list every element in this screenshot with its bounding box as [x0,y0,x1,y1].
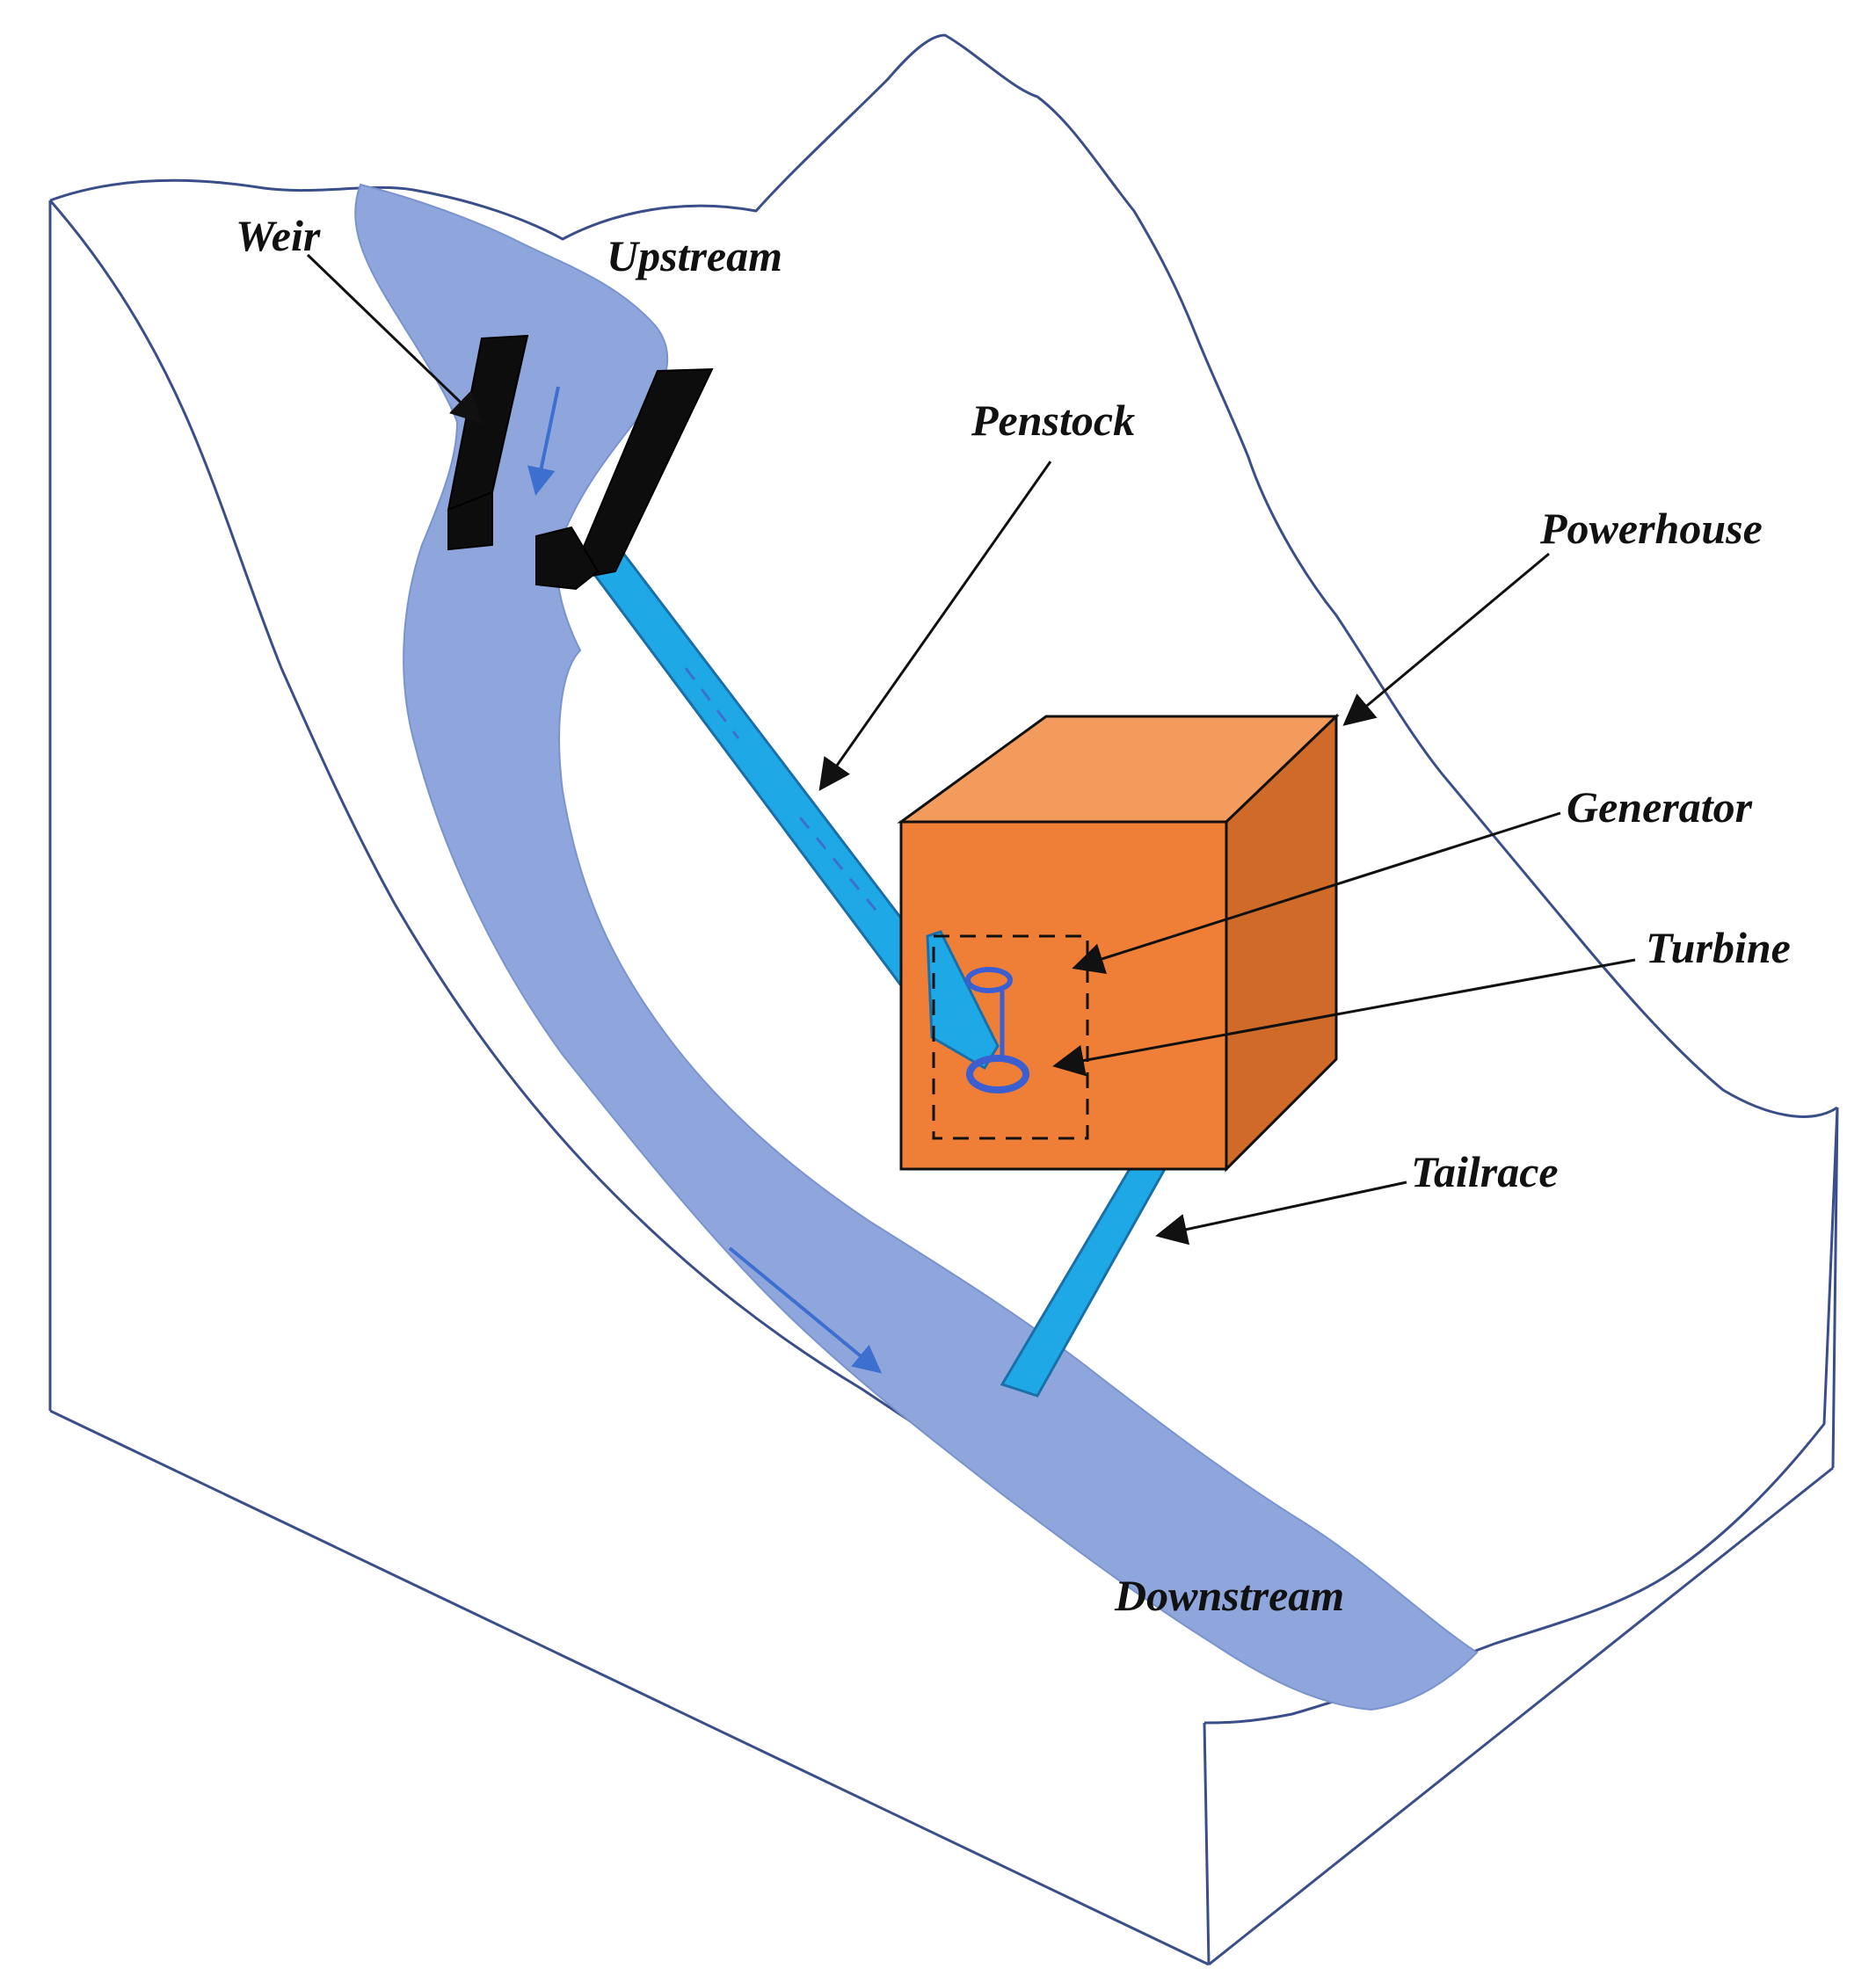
tailrace-arrow [1155,1180,1407,1246]
label-downstream: Downstream [1114,1571,1344,1620]
generator-shape [965,967,1013,993]
label-upstream: Upstream [607,231,782,280]
generator-arrow [1072,811,1561,975]
turbine-arrow [1052,958,1636,1077]
machine-enclosure [932,934,1089,1140]
tailrace-pipe [1000,1167,1167,1398]
label-generator: Generator [1567,782,1753,832]
block-front-edge [1203,1722,1211,1965]
powerhouse-arrow [1342,552,1550,726]
river-flow-arrow-lower [728,1246,883,1374]
label-powerhouse: Powerhouse [1539,504,1763,553]
river-flow-arrow-upper [527,386,560,496]
block-bottom-right [1208,1466,1834,1966]
turbine-shape [966,1055,1029,1093]
terrain-right-slope [1203,1107,1839,1725]
terrain-top-outline [49,33,1838,1118]
weir-structure [447,334,714,591]
penstock-arrow [818,461,1052,791]
label-penstock: Penstock [971,396,1135,445]
weir-arrow [306,253,484,425]
label-tailrace: Tailrace [1411,1147,1559,1196]
annotation-arrows [306,253,1636,1246]
powerhouse [897,713,1340,1173]
label-weir: Weir [236,211,321,260]
block-right-edge [1831,1107,1839,1469]
label-turbine: Turbine [1646,923,1791,972]
block-bottom-left [49,1409,1210,1966]
